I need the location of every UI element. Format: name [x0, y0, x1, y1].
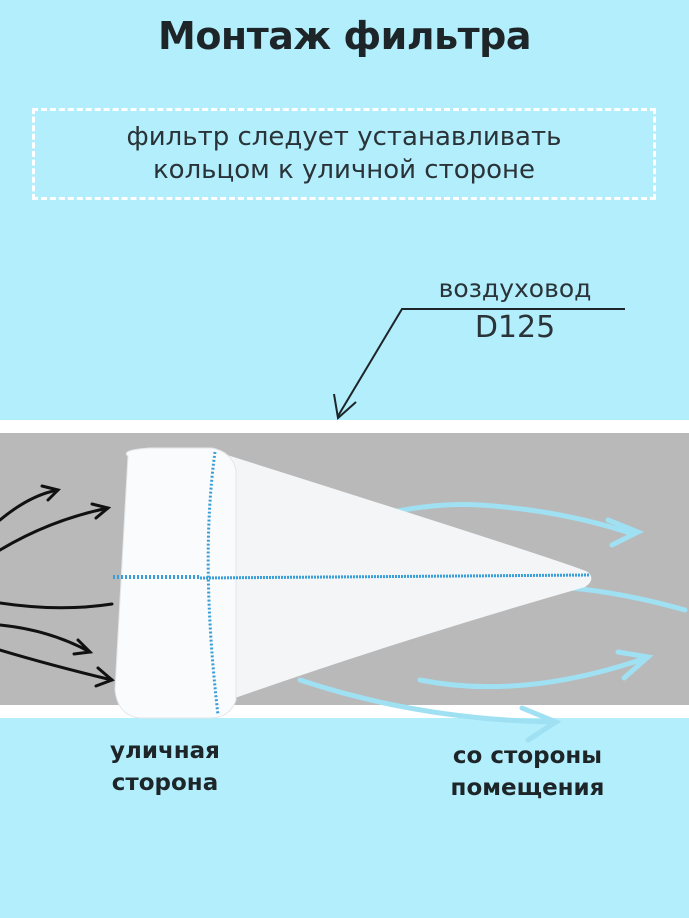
duct-wall-bottom [0, 705, 689, 718]
page-title: Монтаж фильтра [158, 14, 531, 58]
instruction-box: фильтр следует устанавливать кольцом к у… [32, 108, 656, 200]
duct-size-label: D125 [474, 310, 556, 345]
room-side-line-2: помещения [450, 775, 605, 801]
street-side-label: уличная сторона [80, 735, 250, 799]
duct-label: воздуховод [438, 274, 592, 303]
instruction-line-1: фильтр следует устанавливать [126, 122, 562, 152]
room-side-label: со стороны помещения [420, 740, 635, 804]
filter-cone [113, 447, 592, 719]
incoming-air-arrows-icon [0, 484, 115, 688]
street-side-line-2: сторона [111, 770, 219, 796]
leader-line [333, 308, 625, 420]
instruction-line-2: кольцом к уличной стороне [152, 155, 536, 185]
outgoing-air-arrows-icon [287, 502, 688, 743]
room-side-line-1: со стороны [452, 743, 603, 769]
street-side-line-1: уличная [110, 738, 220, 764]
duct-wall-top [0, 420, 689, 433]
